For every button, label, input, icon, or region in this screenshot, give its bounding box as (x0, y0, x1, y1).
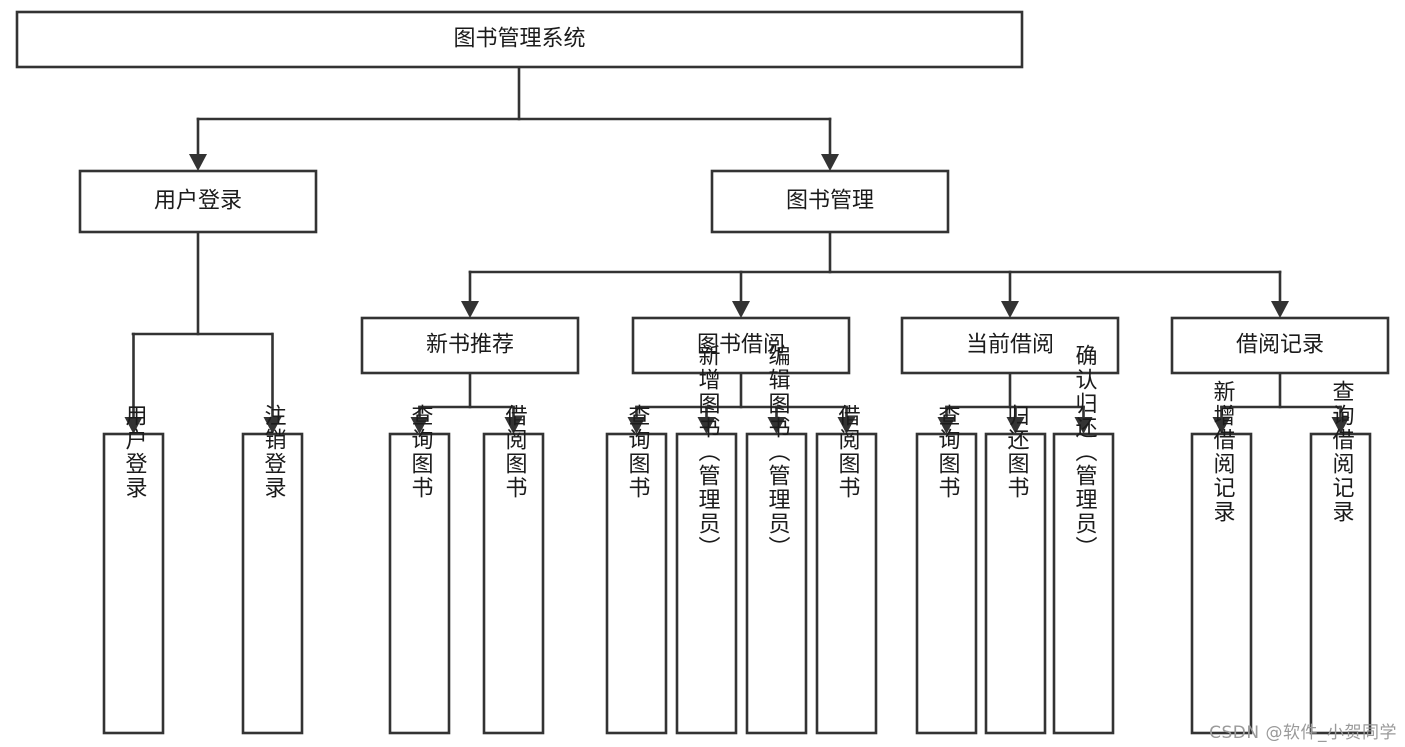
node-label: 当前借阅 (966, 333, 1054, 358)
node-box (900, 316, 1120, 375)
node-book-borrow[interactable]: 图书借阅 (631, 316, 851, 375)
node-box (1052, 432, 1115, 735)
node-label: 借阅图书 (835, 404, 861, 500)
arrow-head-icon (263, 417, 282, 434)
arrow-head-icon (1271, 301, 1289, 318)
node-box (710, 169, 950, 234)
node-box (984, 432, 1047, 735)
node-label: 查询借阅记录 (1329, 380, 1355, 524)
arrow-head-icon (1001, 301, 1019, 318)
node-leaf-query-book-1[interactable]: 查询图书 (388, 404, 451, 735)
node-new-book-rec[interactable]: 新书推荐 (360, 316, 580, 375)
arrow-head-icon (697, 417, 716, 434)
node-leaf-edit-book[interactable]: 编辑图书（管理员） (745, 344, 808, 735)
node-label: 图书管理 (786, 189, 874, 214)
node-box (1309, 432, 1372, 735)
node-box (605, 432, 668, 735)
node-user-login[interactable]: 用户登录 (78, 169, 318, 234)
node-leaf-query-book-2[interactable]: 查询图书 (605, 404, 668, 735)
node-box (482, 432, 545, 735)
diagram-nodes: 图书管理系统用户登录图书管理新书推荐图书借阅当前借阅借阅记录用户登录注销登录查询… (15, 10, 1390, 735)
node-box (102, 432, 165, 735)
node-box (675, 432, 738, 735)
node-current-borrow[interactable]: 当前借阅 (900, 316, 1120, 375)
node-label: 新增图书（管理员） (695, 344, 721, 560)
arrow-head-icon (124, 417, 143, 434)
node-leaf-query-book-3[interactable]: 查询图书 (915, 404, 978, 735)
node-borrow-record[interactable]: 借阅记录 (1170, 316, 1390, 375)
node-leaf-return-book[interactable]: 归还图书 (984, 404, 1047, 735)
arrow-head-icon (732, 301, 750, 318)
node-box (815, 432, 878, 735)
arrow-head-icon (627, 417, 646, 434)
node-leaf-borrow-book-2[interactable]: 借阅图书 (815, 404, 878, 735)
arrow-head-icon (189, 154, 207, 171)
node-box (1190, 432, 1253, 735)
node-label: 图书借阅 (697, 333, 785, 358)
node-label: 用户登录 (122, 404, 148, 500)
arrow-head-icon (837, 417, 856, 434)
node-box (78, 169, 318, 234)
node-box (360, 316, 580, 375)
node-box (241, 432, 304, 735)
node-label: 新书推荐 (426, 333, 514, 358)
node-leaf-logout[interactable]: 注销登录 (241, 404, 304, 735)
node-leaf-add-book[interactable]: 新增图书（管理员） (675, 344, 738, 735)
node-box (15, 10, 1024, 69)
arrow-head-icon (1331, 417, 1350, 434)
node-box (388, 432, 451, 735)
node-label: 用户登录 (154, 189, 242, 214)
node-box (1170, 316, 1390, 375)
node-label: 查询图书 (408, 404, 434, 500)
arrow-head-icon (767, 417, 786, 434)
arrow-head-icon (937, 417, 956, 434)
node-label: 查询图书 (935, 404, 961, 500)
node-leaf-query-record[interactable]: 查询借阅记录 (1309, 380, 1372, 735)
node-leaf-user-login[interactable]: 用户登录 (102, 404, 165, 735)
arrow-head-icon (410, 417, 429, 434)
node-leaf-add-record[interactable]: 新增借阅记录 (1190, 380, 1253, 735)
node-root[interactable]: 图书管理系统 (15, 10, 1024, 69)
node-label: 查询图书 (625, 404, 651, 500)
node-box (631, 316, 851, 375)
node-label: 编辑图书（管理员） (765, 344, 791, 560)
arrow-head-icon (1006, 417, 1025, 434)
node-label: 归还图书 (1004, 404, 1030, 500)
node-label: 借阅记录 (1236, 333, 1324, 358)
node-leaf-confirm-return[interactable]: 确认归还（管理员） (1052, 344, 1115, 735)
arrow-head-icon (1074, 417, 1093, 434)
connector-edges (124, 65, 1350, 434)
node-leaf-borrow-book-1[interactable]: 借阅图书 (482, 404, 545, 735)
arrow-head-icon (504, 417, 523, 434)
node-label: 图书管理系统 (453, 27, 585, 52)
arrow-head-icon (461, 301, 479, 318)
node-book-manage[interactable]: 图书管理 (710, 169, 950, 234)
node-label: 新增借阅记录 (1210, 380, 1236, 524)
node-label: 借阅图书 (502, 404, 528, 500)
node-label: 确认归还（管理员） (1072, 344, 1098, 560)
node-box (915, 432, 978, 735)
watermark-text: CSDN @软件_小贺同学 (1209, 723, 1397, 743)
node-label: 注销登录 (261, 404, 287, 500)
arrow-head-icon (821, 154, 839, 171)
arrow-head-icon (1212, 417, 1231, 434)
node-box (745, 432, 808, 735)
